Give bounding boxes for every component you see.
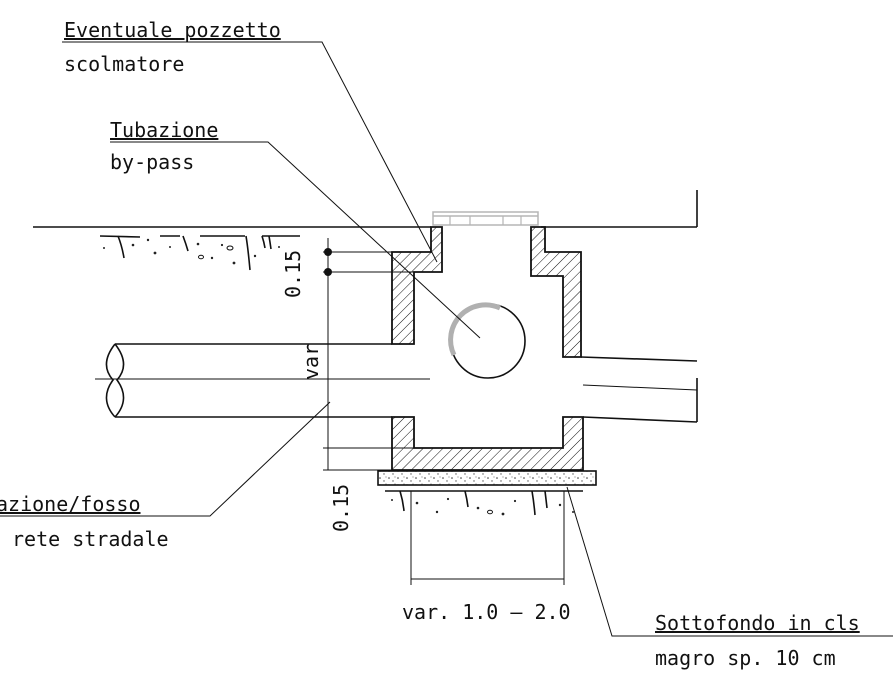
top-slab-dimension-label: 0.15 — [281, 250, 305, 298]
grate-cover — [432, 211, 539, 226]
base-slab — [377, 470, 597, 486]
inlet-pipe — [95, 343, 430, 418]
overflow-label-line1: Eventuale pozzetto — [64, 18, 281, 42]
vertical-dimension — [323, 238, 414, 471]
width-dimension-label: var. 1.0 – 2.0 — [402, 600, 571, 624]
bypass-pipe-section — [448, 302, 526, 379]
network-label-line1: azione/fosso — [0, 492, 141, 516]
network-label-line2: rete stradale — [12, 527, 169, 551]
outlet-pipe — [580, 356, 698, 423]
overflow-label-line2: scolmatore — [64, 52, 184, 76]
bypass-label-line1: Tubazione — [110, 118, 218, 142]
width-dimension — [410, 491, 565, 585]
bypass-label-line2: by-pass — [110, 150, 194, 174]
base-slab-dimension-label: 0.15 — [329, 484, 353, 532]
ground-surface — [33, 190, 698, 228]
height-dimension-label: var — [299, 344, 323, 380]
soil-texture-top — [99, 235, 300, 271]
soil-texture-bottom — [385, 490, 583, 516]
base-label-line2: magro sp. 10 cm — [655, 646, 836, 670]
base-label-line1: Sottofondo in cls — [655, 611, 860, 635]
leader-lines — [0, 41, 893, 637]
chamber-walls — [391, 226, 584, 471]
